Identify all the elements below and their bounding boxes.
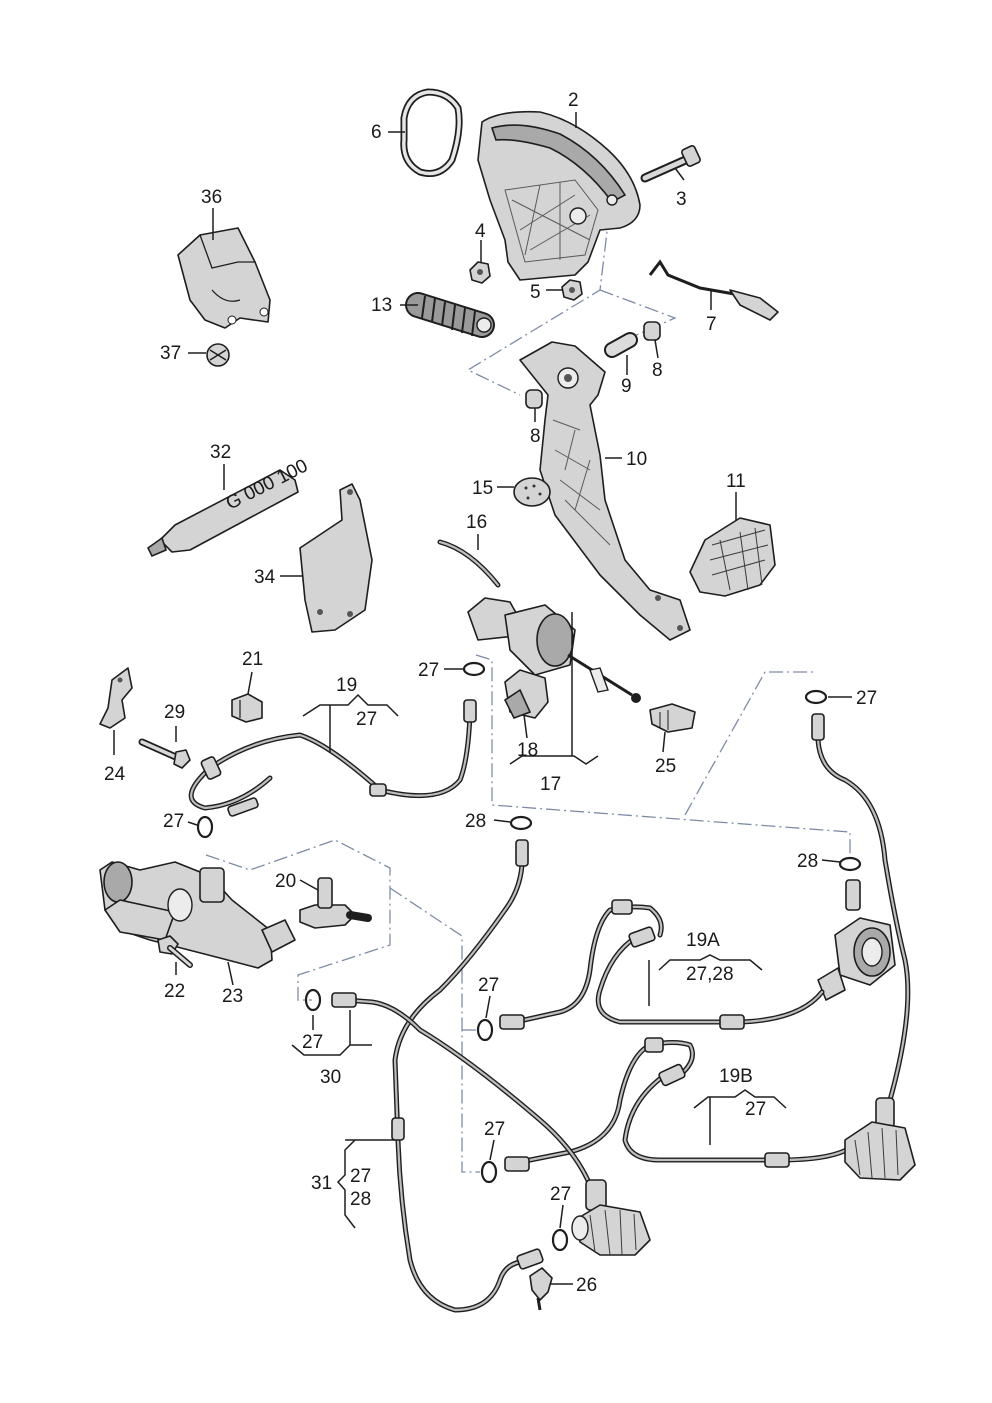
part-bracket-36 — [177, 227, 271, 329]
part-tee-20 — [299, 877, 372, 929]
part-line-30 — [331, 992, 593, 1188]
callout-27-f: 27 — [550, 1184, 571, 1205]
callout-27-c: 27 — [163, 811, 184, 832]
part-bolt-22 — [157, 935, 193, 968]
part-spring — [405, 292, 495, 338]
callout-23: 23 — [222, 986, 243, 1007]
part-sensor-wire — [648, 259, 779, 321]
callout-25: 25 — [655, 756, 676, 777]
callout-27-a: 27 — [418, 660, 439, 681]
part-clip-21 — [231, 693, 263, 723]
callout-31-sub-28: 28 — [350, 1189, 371, 1210]
callout-30-sub-27: 27 — [302, 1032, 323, 1053]
part-line-19 — [188, 699, 477, 817]
callout-7: 7 — [706, 314, 717, 335]
callout-labels: 2 6 3 36 4 5 13 7 37 9 8 8 10 32 15 11 1… — [104, 90, 877, 1296]
callout-18: 18 — [517, 740, 538, 761]
callout-31-sub-27: 27 — [350, 1166, 371, 1187]
callout-19A-sub: 27,28 — [686, 964, 734, 985]
callout-11: 11 — [726, 471, 746, 492]
callout-15: 15 — [472, 478, 493, 499]
callout-32: 32 — [210, 442, 231, 463]
part-grease-tube: G 000 100 — [146, 455, 311, 558]
callout-2: 2 — [568, 90, 579, 111]
callout-17: 17 — [540, 774, 561, 795]
callout-27-d: 27 — [478, 975, 499, 996]
part-master-cylinder-23 — [99, 861, 296, 969]
part-caps-8 — [525, 321, 661, 409]
callout-26: 26 — [576, 1275, 597, 1296]
callout-30: 30 — [320, 1067, 341, 1088]
part-hose-16 — [437, 539, 501, 588]
callout-19-sub-27: 27 — [356, 709, 377, 730]
part-line-19B — [504, 1037, 853, 1172]
callout-8-left: 8 — [530, 426, 541, 447]
callout-29: 29 — [164, 702, 185, 723]
part-slave-cylinder-lower — [844, 1097, 916, 1181]
part-line-31 — [391, 839, 544, 1313]
callout-19A: 19A — [686, 930, 720, 951]
part-line-19A — [499, 899, 825, 1030]
part-connector-25 — [649, 703, 696, 733]
part-clutch-cylinder-17 — [467, 597, 641, 703]
callout-37: 37 — [160, 343, 181, 364]
callout-5: 5 — [530, 282, 541, 303]
part-pedal-bracket — [477, 110, 641, 281]
callout-28-b: 28 — [797, 851, 818, 872]
part-bolt-3 — [640, 145, 701, 183]
callout-28-a: 28 — [465, 811, 486, 832]
callout-34: 34 — [254, 567, 276, 588]
callout-6: 6 — [371, 122, 382, 143]
part-line-right — [811, 713, 911, 1103]
part-clutch-pedal — [519, 341, 691, 641]
part-sensor-18 — [503, 669, 549, 720]
callout-20: 20 — [275, 871, 296, 892]
part-slave-cylinder-left — [571, 1179, 651, 1256]
callout-13: 13 — [371, 295, 392, 316]
callout-22: 22 — [164, 981, 185, 1002]
part-heat-shield — [299, 483, 373, 633]
callout-21: 21 — [242, 649, 263, 670]
part-clip-26 — [529, 1267, 553, 1311]
callout-19: 19 — [336, 675, 357, 696]
callout-8-right: 8 — [652, 360, 663, 381]
part-slave-cylinder-upper — [817, 879, 896, 1001]
o-rings — [196, 661, 862, 1252]
callout-9: 9 — [621, 376, 632, 397]
callout-10: 10 — [626, 449, 647, 470]
part-bracket-24 — [99, 667, 133, 729]
callout-19B: 19B — [719, 1066, 753, 1087]
callout-31: 31 — [311, 1173, 332, 1194]
part-bolt-29 — [138, 738, 191, 769]
callout-19B-sub-27: 27 — [745, 1099, 766, 1120]
leader-lines — [113, 112, 852, 1285]
callout-3: 3 — [676, 189, 687, 210]
part-pedal-pad — [689, 517, 776, 597]
part-stop-15 — [513, 477, 551, 507]
callout-4: 4 — [475, 221, 486, 242]
assembly-lines — [205, 189, 851, 1173]
part-nuts — [469, 261, 583, 301]
part-gasket — [400, 88, 463, 177]
part-clip-37 — [206, 343, 230, 367]
part-bushing-9 — [604, 332, 638, 358]
callout-24: 24 — [104, 764, 126, 785]
callout-36: 36 — [201, 187, 222, 208]
callout-27-e: 27 — [484, 1119, 505, 1140]
callout-16: 16 — [466, 512, 487, 533]
callout-27-b: 27 — [856, 688, 877, 709]
group-brackets — [291, 612, 787, 1229]
